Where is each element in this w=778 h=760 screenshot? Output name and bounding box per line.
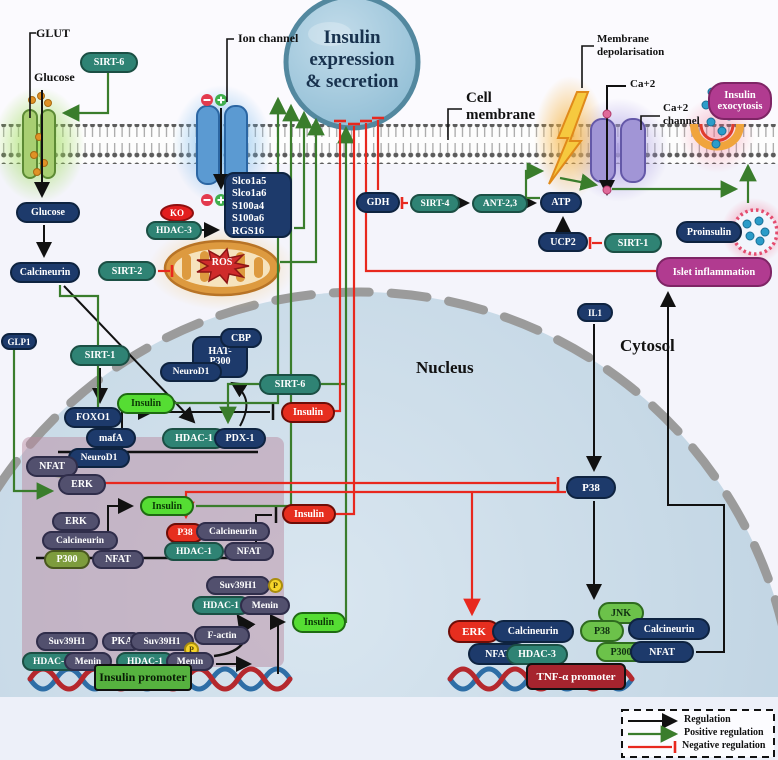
ion-charge-icons [201,94,227,206]
p38-tnf-node: P38 [580,620,624,642]
p38-cytosol-node: P38 [566,476,616,499]
hdac3-node: HDAC-3 [146,221,202,240]
suv39h1-node: Suv39H1 [130,632,194,651]
hdac1-promoter-node: HDAC-1 [162,428,226,449]
target-genes-box: Slco1a5 Slco1a6 S100a4 S100a6 RGS16 [224,172,292,238]
nfat-tnf-node: NFAT [630,641,694,663]
sirt4-node: SIRT-4 [410,194,460,213]
neurod1-coactivator-node: NeuroD1 [160,362,222,382]
cbp-node: CBP [220,328,262,348]
calcineurin-node: Calcineurin [10,262,80,283]
erk-node: ERK [58,474,106,495]
legend-positive-label: Positive regulation [684,727,764,738]
erk-complex-node: ERK [52,512,100,531]
nucleus-label: Nucleus [416,358,474,377]
insulin-active-node: Insulin [292,612,346,633]
ko-badge: KO [160,204,194,222]
insulin-active-node: Insulin [117,393,175,414]
calcium-ion [602,109,612,119]
nuclear-envelope [0,287,778,627]
slco1a6-gene: Slco1a6 [232,188,267,200]
legend-regulation-label: Regulation [684,714,731,725]
ant23-node: ANT-2,3 [472,194,528,213]
islet-inflammation-node: Islet inflammation [656,257,772,287]
legend [621,709,775,758]
glucose-extracellular-label: Glucose [34,70,75,84]
sirt6-nucleus-node: SIRT-6 [259,374,321,395]
sirt6-node: SIRT-6 [80,52,138,73]
pdx1-node: PDX-1 [214,428,266,449]
atp-node: ATP [540,192,582,213]
sirt1-node: SIRT-1 [604,233,662,253]
erk-tnf-node: ERK [448,620,500,643]
gdh-node: GDH [356,192,400,213]
proinsulin-node: Proinsulin [676,221,742,243]
p300-complex-node: P300 [44,550,90,569]
phospho-badge: P [268,578,283,593]
depolarisation-lightning-icon [548,91,590,185]
il1-node: IL1 [577,303,613,322]
s100a6-gene: S100a6 [232,213,265,225]
hdac3-tnf-node: HDAC-3 [506,644,568,665]
tnf-promoter-box: TNF-α promoter [526,663,626,690]
glp1-node: GLP1 [1,333,37,350]
calcium-label: Ca+2 [630,78,656,90]
legend-negative-label: Negative regulation [682,740,766,751]
glut-label: GLUT [36,26,71,40]
membrane-depolarisation-label: Membrane depolarisation [597,33,665,58]
sirt1-nucleus-node: SIRT-1 [70,345,130,366]
calcium-ion [602,185,612,195]
sirt2-node: SIRT-2 [98,261,156,281]
calcineurin-tnf-node: Calcineurin [628,618,710,640]
ion-channel-label: Ion channel [238,31,299,45]
insulin-repressed-node: Insulin [281,402,335,423]
proinsulin-vesicle [731,208,778,256]
cytosol-label: Cytosol [620,336,675,355]
insulin-repressed-node: Insulin [282,504,336,524]
calcineurin-tnf-node: Calcineurin [492,620,574,643]
calcineurin-complex-node: Calcineurin [42,531,118,550]
ucp2-node: UCP2 [538,232,588,252]
insulin-exocytosis-node: Insulin exocytosis [708,82,772,120]
calcium-channel-label: Ca+2 channel [663,102,700,127]
nfat-repressor-node: NFAT [224,542,274,561]
menin-node: Menin [240,596,290,615]
slco1a5-gene: Slco1a5 [232,176,267,187]
suv39h1-node: Suv39H1 [206,576,270,595]
insulin-active-node: Insulin [140,496,194,516]
suv39h1-node: Suv39H1 [36,632,98,651]
negative-regulation-lines [100,116,656,617]
ion-channel-protein [196,105,248,185]
ros-starburst [196,247,250,285]
factin-node: F-actin [194,626,250,645]
mafa-node: mafA [86,428,136,448]
insulin-expression-secretion-title: Insulin expression & secretion [305,27,399,92]
s100a4-gene: S100a4 [232,200,265,212]
insulin-promoter-box: Insulin promoter [94,664,192,691]
cell-membrane-label: Cell membrane [466,90,536,124]
rgs16-gene: RGS16 [232,225,265,237]
foxo1-node: FOXO1 [64,407,122,428]
glucose-node: Glucose [16,202,80,223]
nfat-complex-node: NFAT [92,550,144,569]
calcium-channel-protein [590,118,646,183]
hdac1-repressor-node: HDAC-1 [164,542,224,561]
mitochondria [163,239,281,297]
calcineurin-repressor-node: Calcineurin [196,522,270,541]
ros-label: ROS [211,257,233,268]
